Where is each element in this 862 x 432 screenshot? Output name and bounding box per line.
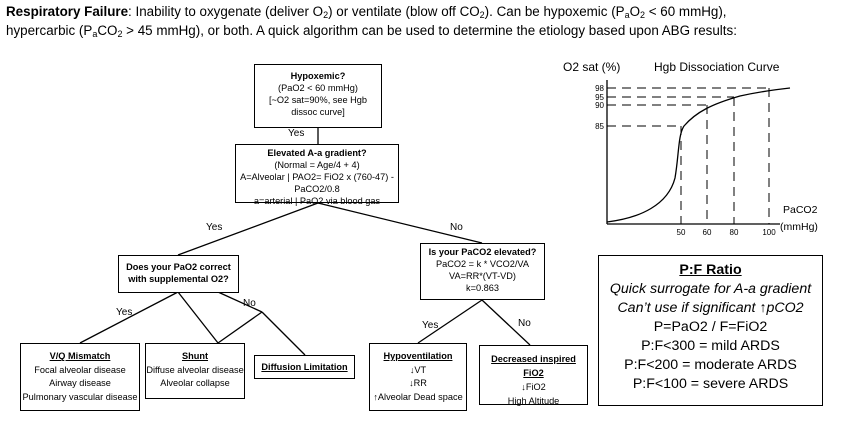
chart-xlabel-2: (mmHg) xyxy=(780,221,818,233)
pf-ratio-box: P:F Ratio Quick surrogate for A-a gradie… xyxy=(598,255,823,406)
chart-title: Hgb Dissociation Curve xyxy=(654,60,780,74)
sub: 2 xyxy=(479,10,485,20)
box-title: Does your PaO2 correct xyxy=(126,262,231,272)
pf-title: P:F Ratio xyxy=(679,262,742,278)
shunt-box: Shunt Diffuse alveolar disease Alveolar … xyxy=(145,343,245,399)
intro-title: Respiratory Failure xyxy=(6,4,129,19)
yes-label: Yes xyxy=(422,320,439,331)
diffusion-box: Diffusion Limitation xyxy=(254,355,355,379)
box-line: ↓VT xyxy=(409,364,427,375)
y-tick-label: 98 xyxy=(595,84,604,93)
box-line: ↑Alveolar Dead space xyxy=(373,391,463,402)
box-title: Decreased inspired FiO2 xyxy=(491,354,576,378)
box-line: Alveolar collapse xyxy=(160,378,230,388)
box-line: PaCO2 = k * VCO2/VA xyxy=(435,259,530,269)
y-tick-label: 85 xyxy=(595,122,604,131)
hypoxemic-box: Hypoxemic? (PaO2 < 60 mmHg) [~O2 sat=90%… xyxy=(254,64,382,128)
sub: 2 xyxy=(117,29,123,39)
box-title: Is your PaCO2 elevated? xyxy=(428,247,537,257)
y-tick-label: 95 xyxy=(595,93,604,102)
y-tick-label: 90 xyxy=(595,101,604,110)
no-label: No xyxy=(243,298,256,309)
sub: 2 xyxy=(323,10,329,20)
intro-line1-d: O xyxy=(629,4,641,19)
sub: a xyxy=(624,10,630,20)
box-line: VA=RR*(VT-VD) xyxy=(449,271,516,281)
yes-label: Yes xyxy=(206,222,223,233)
dissociation-curve xyxy=(606,87,791,223)
sub: a xyxy=(92,29,98,39)
intro-line2-b: CO xyxy=(97,23,118,38)
box-line: Airway disease xyxy=(49,378,111,388)
pf-line: P:F<200 = moderate ARDS xyxy=(624,357,797,373)
box-line: Pulmonary vascular disease xyxy=(22,391,138,402)
paco2-box: Is your PaCO2 elevated? PaCO2 = k * VCO2… xyxy=(420,243,545,300)
box-title: Hypoxemic? xyxy=(290,71,346,81)
intro-text: Respiratory Failure: Inability to oxygen… xyxy=(6,2,858,40)
x-tick-label: 100 xyxy=(762,228,776,237)
box-line: Focal alveolar disease xyxy=(34,364,126,375)
intro-line2-c: > 45 mmHg), or both. A quick algorithm c… xyxy=(122,23,737,38)
intro-line1-e: < 60 mmHg), xyxy=(645,4,727,19)
x-tick-label: 80 xyxy=(730,228,739,237)
pf-line: P:F<100 = severe ARDS xyxy=(632,376,789,392)
vq-mismatch-box: V/Q Mismatch Focal alveolar disease Airw… xyxy=(20,343,140,411)
x-tick-label: 50 xyxy=(677,228,686,237)
chart-xlabel-1: PaCO2 xyxy=(783,204,818,216)
box-line: Diffuse alveolar disease xyxy=(146,364,244,375)
box-line: High Altitude xyxy=(507,396,560,406)
decreased-fio2-box: Decreased inspired FiO2 ↓FiO2 High Altit… xyxy=(479,345,588,406)
intro-line1-a: : Inability to oxygenate (deliver O xyxy=(128,4,324,19)
yes-label: Yes xyxy=(116,307,133,318)
box-line: a=arterial | PaO2 via blood gas xyxy=(253,196,381,206)
chart-ylabel: O2 sat (%) xyxy=(563,60,621,74)
box-line: [~O2 sat=90%, see Hgb dissoc curve] xyxy=(268,95,368,117)
x-tick-label: 60 xyxy=(703,228,712,237)
no-label: No xyxy=(518,318,531,329)
box-line: ↓RR xyxy=(409,378,427,388)
yes-label: Yes xyxy=(288,128,305,139)
intro-line2-a: hypercarbic (P xyxy=(6,23,93,38)
pf-line: P:F<300 = mild ARDS xyxy=(641,338,780,354)
box-title: V/Q Mismatch xyxy=(49,351,111,361)
no-label: No xyxy=(450,222,463,233)
box-title: Hypoventilation xyxy=(383,351,453,361)
aa-gradient-box: Elevated A-a gradient? (Normal = Age/4 +… xyxy=(235,144,399,206)
box-title: Elevated A-a gradient? xyxy=(267,148,367,158)
box-line: k=0.863 xyxy=(466,283,499,293)
pf-line: P=PaO2 / F=FiO2 xyxy=(653,319,768,335)
box-line: (Normal = Age/4 + 4) xyxy=(274,160,360,170)
correct-o2-box: Does your PaO2 correct with supplemental… xyxy=(118,255,239,293)
intro-line1-c: ). Can be hypoxemic (P xyxy=(484,4,625,19)
pf-line: Can’t use if significant ↑pCO2 xyxy=(617,300,804,316)
box-title: with supplemental O2? xyxy=(128,274,229,284)
pf-line: Quick surrogate for A-a gradient xyxy=(609,281,812,297)
box-title: Shunt xyxy=(181,351,209,361)
box-line: ↓FiO2 xyxy=(521,382,546,392)
intro-line1-b: ) or ventilate (blow off CO xyxy=(328,4,480,19)
box-title: Diffusion Limitation xyxy=(261,362,348,372)
box-line: A=Alveolar | PAO2= FiO2 x (760-47) - PaC… xyxy=(240,172,394,194)
hypoventilation-box: Hypoventilation ↓VT ↓RR ↑Alveolar Dead s… xyxy=(369,343,467,411)
sub: 2 xyxy=(640,10,646,20)
box-line: (PaO2 < 60 mmHg) xyxy=(278,83,358,93)
